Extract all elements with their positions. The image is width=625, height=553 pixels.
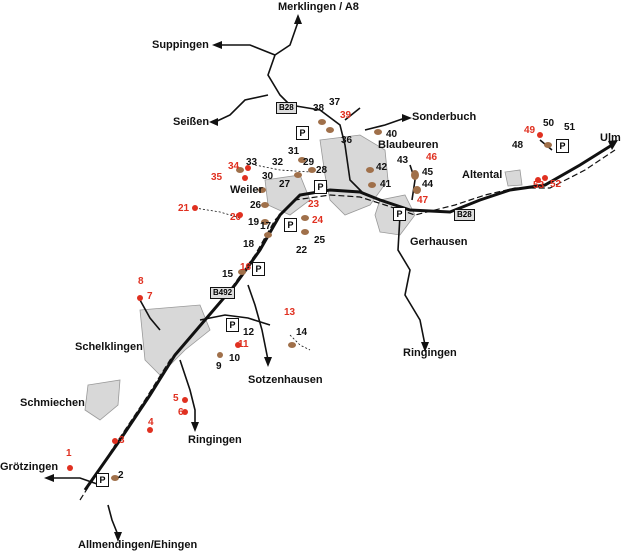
- site-number: 43: [397, 155, 409, 166]
- road-tag-b28-north: B28: [276, 102, 297, 114]
- place-label-weiler: Weiler: [230, 184, 263, 196]
- site-number: 16: [240, 262, 252, 273]
- site-number: 5: [173, 393, 179, 404]
- arrows: [44, 14, 618, 542]
- site-number: 35: [211, 172, 223, 183]
- site-number: 31: [288, 146, 300, 157]
- place-label-sonderbuch: Sonderbuch: [412, 111, 477, 123]
- place-label-altental: Altental: [462, 169, 503, 181]
- secondary-roads: [50, 21, 553, 536]
- site-number: 53: [533, 180, 545, 191]
- site-number: 27: [279, 179, 291, 190]
- site-number: 22: [296, 245, 308, 256]
- site-number: 38: [313, 103, 325, 114]
- red-sites: [67, 132, 548, 471]
- site-number: 3: [119, 435, 125, 446]
- place-label-suppingen: Suppingen: [152, 39, 209, 51]
- site-number: 12: [243, 327, 255, 338]
- place-label-groetzingen: Grötzingen: [0, 461, 59, 473]
- site-number: 42: [376, 162, 388, 173]
- place-label-gerhausen: Gerhausen: [410, 236, 468, 248]
- site-number: 14: [296, 327, 308, 338]
- site-number: 25: [314, 235, 326, 246]
- site-number: 49: [524, 125, 536, 136]
- place-label-seissen: Seißen: [173, 116, 210, 128]
- site-number: 1: [66, 448, 72, 459]
- site-number: 37: [329, 97, 341, 108]
- site-number: 47: [417, 195, 429, 206]
- parking-icon: P: [96, 473, 109, 487]
- site-number: 45: [422, 167, 434, 178]
- site-number: 20: [230, 212, 242, 223]
- site-number: 41: [380, 179, 392, 190]
- parking-icon: P: [393, 207, 406, 221]
- place-label-ulm: Ulm: [600, 132, 621, 144]
- parking-icon: P: [252, 262, 265, 276]
- site-number: 51: [564, 122, 576, 133]
- site-number: 19: [248, 217, 260, 228]
- site-number: 11: [238, 339, 249, 350]
- road-tag-b492: B492: [210, 287, 236, 299]
- site-number: 4: [148, 417, 154, 428]
- site-number: 23: [308, 199, 320, 210]
- site-number: 28: [316, 165, 328, 176]
- site-number: 40: [386, 129, 398, 140]
- parking-icon: P: [314, 180, 327, 194]
- site-number: 10: [229, 353, 241, 364]
- site-number: 9: [216, 361, 222, 372]
- place-label-ringingen-east: Ringingen: [403, 347, 457, 359]
- site-number: 6: [178, 407, 184, 418]
- place-label-allmendingen: Allmendingen/Ehingen: [78, 539, 198, 551]
- site-number: 8: [138, 276, 144, 287]
- site-number: 7: [147, 291, 153, 302]
- place-label-merklingen: Merklingen / A8: [278, 1, 359, 13]
- road-tag-b28-east: B28: [454, 209, 475, 221]
- site-number: 18: [243, 239, 255, 250]
- place-label-sotzenhausen: Sotzenhausen: [248, 374, 323, 386]
- parking-icon: P: [226, 318, 239, 332]
- site-number: 2: [118, 470, 124, 481]
- site-number: 32: [272, 157, 284, 168]
- site-number: 34: [228, 161, 240, 172]
- site-number: 30: [262, 171, 274, 182]
- site-number: 39: [340, 110, 352, 121]
- site-number: 29: [303, 157, 315, 168]
- site-number: 44: [422, 179, 434, 190]
- site-number: 46: [426, 152, 438, 163]
- site-number: 50: [543, 118, 555, 129]
- place-label-blaubeuren: Blaubeuren: [378, 139, 439, 151]
- site-number: 52: [550, 179, 562, 190]
- site-number: 17: [260, 221, 272, 232]
- parking-icon: P: [284, 218, 297, 232]
- place-label-schelklingen: Schelklingen: [75, 341, 143, 353]
- parking-icon: P: [556, 139, 569, 153]
- site-number: 15: [222, 269, 234, 280]
- brown-sites: [111, 119, 552, 481]
- railway: [79, 149, 616, 501]
- site-number: 48: [512, 140, 524, 151]
- place-label-schmiechen: Schmiechen: [20, 397, 85, 409]
- site-number: 26: [250, 200, 262, 211]
- site-number: 33: [246, 157, 258, 168]
- parking-icon: P: [296, 126, 309, 140]
- place-label-ringingen-south: Ringingen: [188, 434, 242, 446]
- site-number: 21: [178, 203, 190, 214]
- trails: [194, 164, 311, 351]
- site-number: 13: [284, 307, 296, 318]
- site-number: 24: [312, 215, 324, 226]
- site-number: 36: [341, 135, 353, 146]
